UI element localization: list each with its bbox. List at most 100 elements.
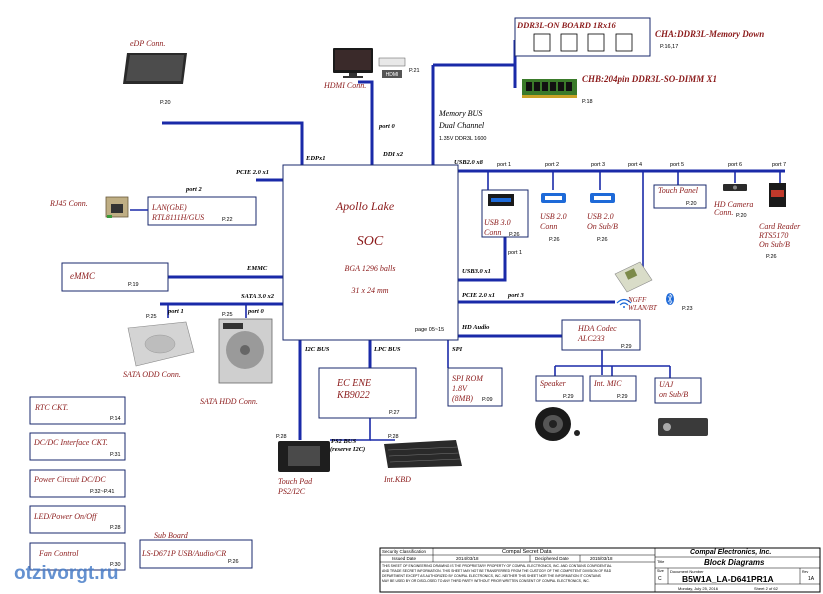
speaker-icon — [535, 407, 571, 441]
card-reader-line3: On Sub/B — [759, 240, 790, 249]
wlan-card-icon — [614, 261, 653, 293]
chb-label: CHB:204pin DDR3L-SO-DIMM X1 — [582, 74, 717, 84]
mic-icon — [574, 430, 580, 436]
soc-package: BGA 1296 balls — [345, 264, 396, 273]
camera-page: P.20 — [736, 213, 747, 219]
size-value: C — [658, 576, 662, 582]
lan-block: PCIE 2.0 x1 port 2 LAN(GbE) RTL8111H/GUS… — [49, 169, 269, 226]
mem-bus-1: Memory BUS — [438, 109, 482, 118]
cha-page: P.16,17 — [660, 44, 678, 50]
camera-icon — [723, 184, 747, 191]
usb-port-3: port 3 — [591, 162, 605, 168]
kbd-page: P.28 — [388, 434, 399, 440]
dcdc-interface-page: P.31 — [110, 452, 121, 458]
usb30-page: P.26 — [509, 232, 520, 238]
odd-page: P.25 — [146, 314, 157, 320]
usb-port-6: port 6 — [728, 162, 742, 168]
title-label: Title — [657, 559, 665, 564]
speaker-label: Speaker — [540, 379, 567, 388]
memory-block: DDR3L-ON BOARD 1Rx16 CHA:DDR3L-Memory Do… — [438, 17, 764, 142]
ps2-note: (reserve I2C) — [330, 446, 365, 453]
usb3-bus: USB3.0 x1 — [462, 268, 491, 275]
usb-port-5: port 5 — [670, 162, 684, 168]
usb3-port: port 1 — [508, 250, 522, 256]
sata-bus: SATA 3.0 x2 — [241, 293, 275, 300]
ec-page: P.27 — [389, 410, 400, 416]
spi-line2: 1.8V — [452, 384, 468, 393]
usb20b-line2: On Sub/B — [587, 222, 618, 231]
rev-label: Rev — [802, 570, 808, 574]
codec-line2: ALC233 — [577, 334, 605, 343]
lan-line2: RTL8111H/GUS — [151, 213, 204, 222]
emmc-block: eMMC P.19 EMMC — [61, 262, 268, 292]
emmc-label: eMMC — [70, 271, 96, 281]
ngff-bus: PCIE 2.0 x1 — [462, 292, 495, 299]
ec-line1: EC ENE — [336, 378, 371, 389]
codec-line1: HDA Codec — [577, 324, 617, 333]
hdmi-label: HDMI Conn. — [323, 81, 366, 90]
touch-panel-page: P.20 — [686, 201, 697, 207]
lcd-panel-icon — [123, 53, 187, 84]
kbd-label: Int.KBD — [383, 475, 411, 484]
onboard-title: DDR3L-ON BOARD 1Rx16 — [516, 20, 616, 30]
deciphered-value: 2015/03/18 — [590, 556, 613, 561]
spi-bus: SPI — [452, 346, 463, 353]
bluetooth-icon — [666, 293, 674, 305]
touchpad-page: P.28 — [276, 434, 287, 440]
docnum-label: Document Number — [670, 569, 704, 574]
usb20b-line1: USB 2.0 — [587, 212, 614, 221]
sata-port0: port 0 — [247, 308, 264, 315]
usb20a-line1: USB 2.0 — [540, 212, 567, 221]
lan-line1: LAN(GbE) — [151, 203, 187, 212]
rj45-icon — [105, 196, 129, 218]
hd-audio-bus: HD Audio — [461, 324, 490, 331]
cha-label: CHA:DDR3L-Memory Down — [655, 29, 764, 39]
rtc-label: RTC CKT. — [34, 403, 68, 412]
audio-block: HD Audio HDA Codec ALC233 P.29 Speaker P… — [461, 319, 708, 441]
sub-board-page: P.26 — [228, 559, 239, 565]
edp-bus: EDPx1 — [305, 155, 326, 162]
docnum-value: B5W1A_LA-D641PR1A — [682, 574, 774, 584]
card-reader-page: P.26 — [766, 254, 777, 260]
ngff-line1: NGFF — [627, 296, 647, 304]
bus-lines — [160, 40, 785, 441]
touchpad-line1: Touch Pad — [278, 477, 313, 486]
speaker-page: P.29 — [563, 394, 574, 400]
security-label: Security Classification — [382, 549, 427, 554]
mic-page: P.29 — [617, 394, 628, 400]
rj45-label: RJ45 Conn. — [49, 199, 88, 208]
odd-drive-icon — [127, 321, 195, 367]
card-reader-line1: Card Reader — [759, 222, 801, 231]
sheet-value: Sheet 2 of 62 — [754, 586, 779, 591]
sub-board-block: Sub Board LS-D671P USB/Audio/CR P.26 — [139, 531, 253, 569]
hdd-icon — [218, 318, 273, 384]
deciphered-label: Deciphered Date — [535, 556, 569, 561]
lan-page: P.22 — [222, 217, 233, 223]
usb30-line2: Conn — [484, 228, 501, 237]
edp-block: eDP Conn. P.20 EDPx1 — [123, 39, 326, 162]
sata-block: SATA 3.0 x2 port 1 port 0 P.25 P.25 SATA… — [123, 293, 275, 406]
fan-control-page: P.30 — [110, 562, 121, 568]
ps2-bus: PS2 BUS — [331, 438, 356, 445]
edp-label: eDP Conn. — [130, 39, 165, 48]
proprietary-notice: THIS SHEET OF ENGINEERING DRAWING IS THE… — [382, 564, 613, 583]
odd-label: SATA ODD Conn. — [123, 370, 181, 379]
codec-page: P.29 — [621, 344, 632, 350]
hdmi-logo-icon: HDMI — [378, 57, 406, 78]
soc-page: page 05~15 — [415, 327, 444, 333]
issued-value: 2014/03/18 — [456, 556, 479, 561]
usb-block: USB2.0 x8 port 1 port 2 port 3 port 4 po… — [454, 159, 801, 275]
card-reader-line2: RTS5170 — [758, 231, 788, 240]
sodimm-icon — [522, 79, 577, 98]
company-name: Compal Electronics, Inc. — [690, 549, 771, 556]
soc-name: Apollo Lake — [335, 199, 395, 213]
hdd-label: SATA HDD Conn. — [200, 397, 258, 406]
spi-line3: (8MB) — [452, 394, 473, 403]
usb2-bus: USB2.0 x8 — [454, 159, 484, 166]
usb2-sub-logo-icon — [590, 193, 615, 203]
usb-port-7: port 7 — [772, 162, 786, 168]
lpc-bus: LPC BUS — [373, 346, 401, 353]
ngff-port: port 3 — [507, 292, 524, 299]
hdmi-page: P.21 — [409, 68, 420, 74]
